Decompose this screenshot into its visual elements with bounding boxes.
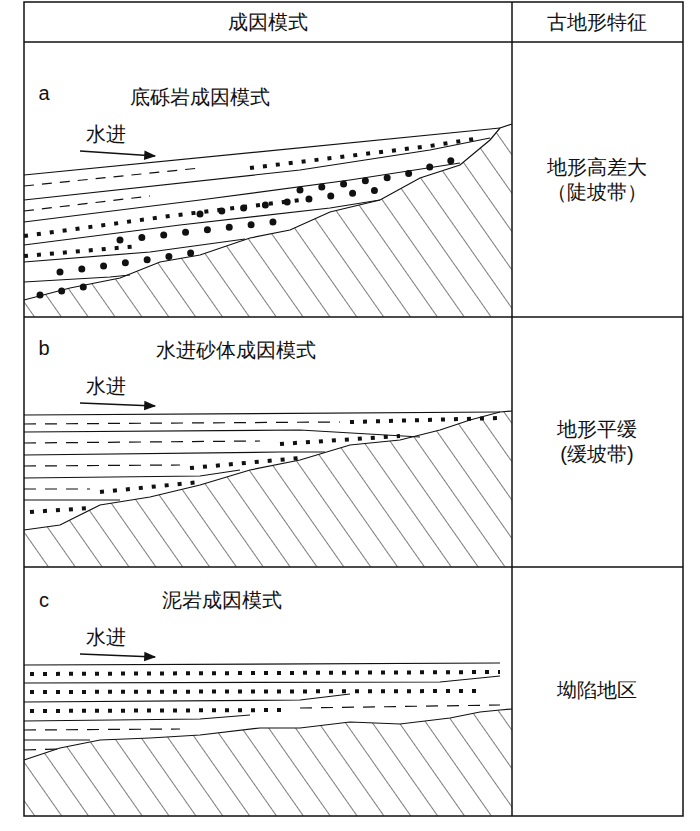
panel-title: 泥岩成因模式 xyxy=(162,588,282,613)
column-header: 古地形特征 xyxy=(547,10,647,35)
panel-title: 底砾岩成因模式 xyxy=(130,85,270,110)
terrain-cell: 地形高差大（陡坡带） xyxy=(537,155,657,205)
terrain-cell: 地形平缓(缓坡带) xyxy=(537,417,657,467)
panel-letter: c xyxy=(39,588,49,613)
flow-label: 水进 xyxy=(86,625,126,650)
panel-letter: a xyxy=(38,81,49,106)
panel-title: 水进砂体成因模式 xyxy=(156,338,316,363)
column-header: 成因模式 xyxy=(228,10,308,35)
flow-label: 水进 xyxy=(86,374,126,399)
terrain-cell: 坳陷地区 xyxy=(557,678,637,703)
panel-letter: b xyxy=(38,336,49,361)
flow-label: 水进 xyxy=(86,122,126,147)
